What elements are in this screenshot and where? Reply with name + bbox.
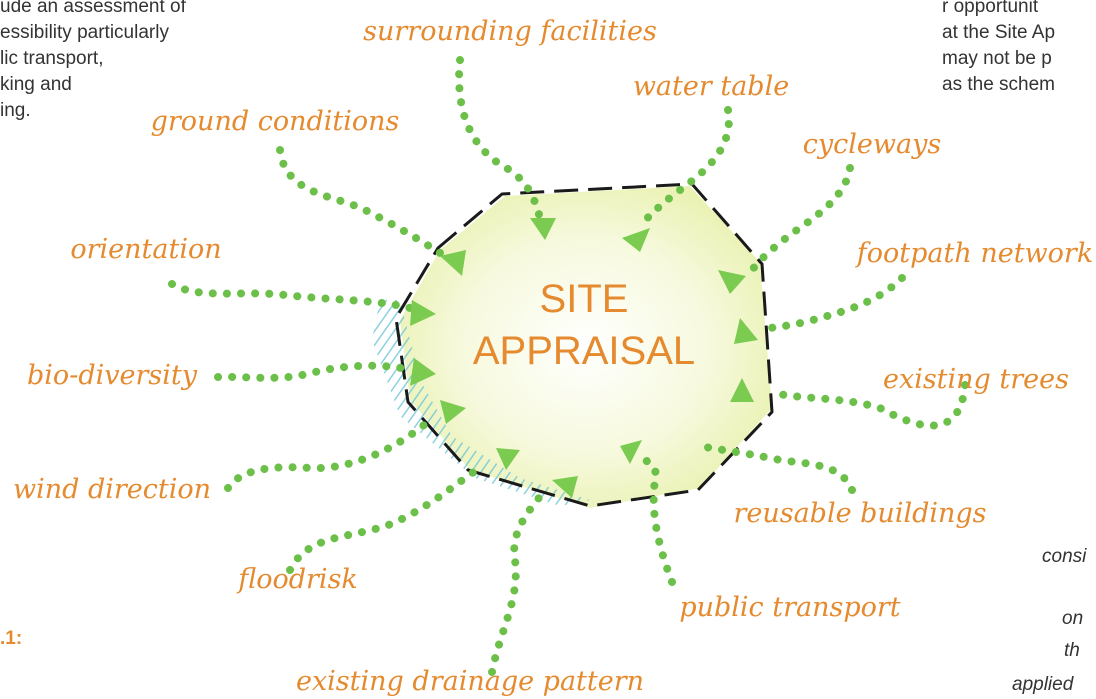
right-caption-line: on <box>1062 608 1084 629</box>
label-existing-trees: existing trees <box>883 364 1069 395</box>
label-bio-diversity: bio-diversity <box>27 360 198 391</box>
left-text-line: ing. <box>0 100 31 121</box>
label-cycleways: cycleways <box>803 129 941 160</box>
connector-existing-trees <box>766 381 969 430</box>
connector-orientation <box>168 280 414 312</box>
arrowhead <box>718 270 746 294</box>
arrowhead <box>730 378 754 402</box>
site-outline <box>394 182 774 508</box>
right-text-line: as the schem <box>942 74 1055 95</box>
label-orientation: orientation <box>70 234 221 265</box>
connector-ground-conditions <box>276 146 452 262</box>
diagram-title-line2: APPRAISAL <box>473 329 695 373</box>
label-footpath-network: footpath network <box>855 238 1093 269</box>
connector-wind-direction <box>224 416 434 492</box>
left-body-text: ude an assessment of essibility particul… <box>0 0 186 124</box>
right-text-line: at the Site Ap <box>942 22 1056 43</box>
connector-bio-diversity <box>214 361 416 382</box>
site-fill <box>400 186 772 508</box>
arrowhead <box>552 476 578 498</box>
left-text-line: lic transport, <box>0 48 104 69</box>
connector-reusable-buildings <box>696 442 856 494</box>
right-caption-line: consi <box>1042 546 1087 567</box>
arrowhead <box>410 358 436 386</box>
right-caption-line: th <box>1064 640 1080 661</box>
label-wind-direction: wind direction <box>13 474 211 505</box>
label-surrounding-facilities: surrounding facilities <box>363 16 657 47</box>
site-shape <box>372 182 774 508</box>
left-text-line: king and <box>0 74 72 95</box>
arrowhead <box>496 448 520 470</box>
connector-public-transport <box>636 454 676 586</box>
arrowhead <box>622 228 650 252</box>
left-text-line: essibility particularly <box>0 22 169 43</box>
arrowhead <box>620 440 642 464</box>
connector-existing-drainage-pattern <box>488 486 549 676</box>
label-reusable-buildings: reusable buildings <box>733 498 986 529</box>
label-floodrisk: floodrisk <box>236 564 358 595</box>
connector-surrounding-facilities <box>455 56 544 222</box>
label-existing-drainage-pattern: existing drainage pattern <box>296 666 644 697</box>
left-text-line: ude an assessment of <box>0 0 186 17</box>
connector-floodrisk <box>286 464 484 574</box>
figure-number: .1: <box>0 628 23 649</box>
connector-lines <box>168 56 969 676</box>
connector-footpath-network <box>766 274 906 332</box>
hatched-edge <box>372 300 590 506</box>
arrowhead <box>530 218 556 240</box>
diagram-title-line1: SITE <box>540 277 629 321</box>
label-public-transport: public transport <box>679 592 900 623</box>
connector-cycleways <box>748 164 854 274</box>
arrowhead <box>410 300 436 326</box>
arrowhead <box>440 250 466 276</box>
arrowhead <box>734 318 758 344</box>
label-ground-conditions: ground conditions <box>151 106 400 137</box>
right-text-line: r opportunit <box>942 0 1039 17</box>
right-body-text: r opportunit at the Site Ap may not be p… <box>942 0 1055 98</box>
connector-water-table <box>636 106 733 230</box>
label-water-table: water table <box>633 71 789 102</box>
right-caption-line: applied <box>1012 674 1074 695</box>
right-text-line: may not be p <box>942 48 1052 69</box>
arrowhead <box>440 400 466 424</box>
arrowheads <box>410 218 758 498</box>
